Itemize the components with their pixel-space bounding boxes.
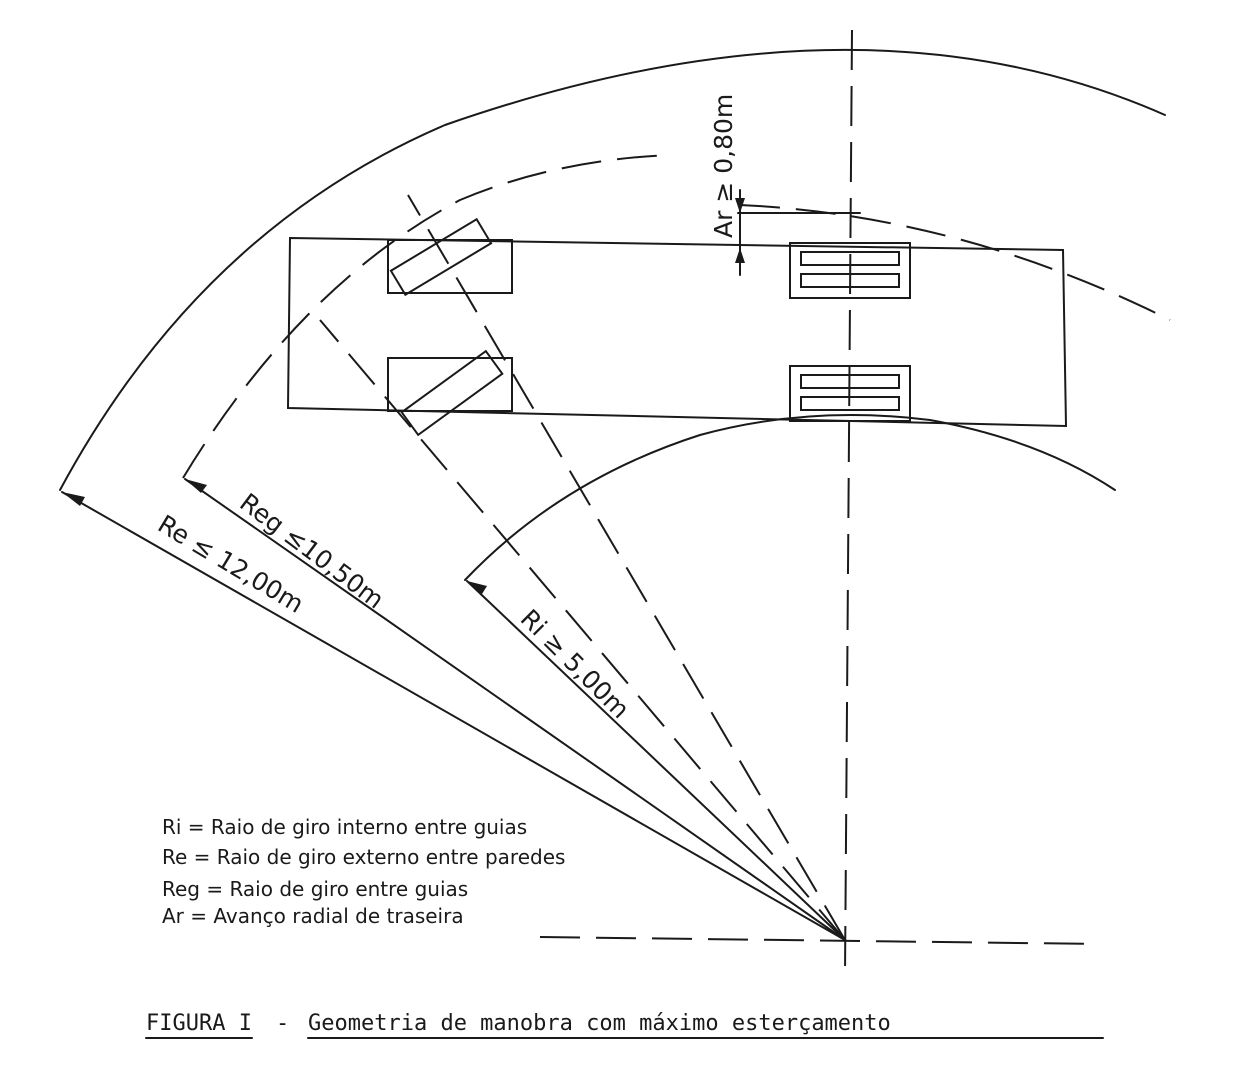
caption-prefix: FIGURA I <box>146 1011 252 1036</box>
horizontal-center-line <box>539 936 1101 945</box>
legend-reg: Reg = Raio de giro entre guias <box>162 877 468 901</box>
legend-re: Re = Raio de giro externo entre paredes <box>162 845 565 869</box>
front-left-wheel <box>389 217 493 297</box>
front-left-wheel-well <box>387 239 513 294</box>
front-right-wheel <box>400 349 504 437</box>
vertical-center-line <box>844 29 853 976</box>
ar-dimension-label: Ar ≥ 0,80m <box>709 94 738 238</box>
reg-radius-line <box>184 478 846 941</box>
vehicle-body <box>286 236 1068 428</box>
legend-ri: Ri = Raio de giro interno entre guias <box>162 815 527 839</box>
front-right-wheel-well <box>387 357 513 412</box>
figure-caption: FIGURA I - Geometria de manobra com máxi… <box>145 1011 1104 1039</box>
reg-arrowhead <box>185 479 207 493</box>
ar-dimension <box>735 189 861 276</box>
rear-left-wheel <box>789 242 911 299</box>
legend: Ri = Raio de giro interno entre guias Re… <box>162 815 565 928</box>
caption-separator: - <box>276 1011 289 1036</box>
guide-arc-right <box>739 204 1171 321</box>
guide-arc <box>182 154 671 479</box>
re-arrowhead <box>62 492 85 506</box>
front-wheel-axis-1 <box>407 194 846 941</box>
outer-wall-arc <box>59 48 1166 491</box>
ri-arrowhead <box>467 581 487 594</box>
ri-radius-line <box>466 580 846 941</box>
caption-title: Geometria de manobra com máximo esterçam… <box>308 1011 891 1036</box>
rear-right-wheel <box>789 365 911 422</box>
legend-ar: Ar = Avanço radial de traseira <box>162 904 464 928</box>
inner-arc <box>464 414 1116 581</box>
front-wheel-axis-2 <box>319 319 846 941</box>
re-radius-line <box>61 491 846 941</box>
radial-lines <box>61 194 846 941</box>
